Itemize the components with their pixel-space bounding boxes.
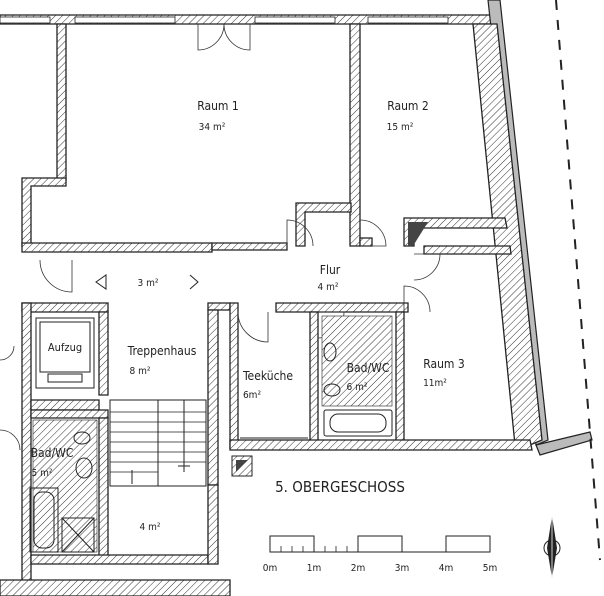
bad-mitte-name: Bad/WC	[347, 361, 390, 375]
treppenhaus-name: Treppenhaus	[127, 344, 197, 358]
bottom-left-wall	[30, 554, 209, 565]
raum2-right-bottom	[359, 237, 373, 247]
teekueche-right-wall	[309, 311, 319, 449]
vorraum-area: 3 m²	[138, 278, 159, 289]
raum2-bottom-wall	[295, 202, 352, 247]
raum2-name: Raum 2	[387, 99, 429, 113]
raum1-left-wall	[56, 23, 67, 181]
windows	[0, 16, 449, 24]
aufzug-name: Aufzug	[48, 341, 82, 354]
floor-title: 5. OBERGESCHOSS	[275, 478, 405, 496]
property-line	[555, 0, 601, 561]
flur-bottom-wall	[275, 302, 409, 313]
bottom-outer-wall	[0, 579, 231, 596]
scale-tick-0: 0m	[263, 563, 278, 574]
bad-mitte-area: 6 m²	[347, 382, 368, 393]
bad-right-wall	[395, 311, 405, 449]
bad-left-bottom	[30, 409, 109, 419]
abstell-area: 4 m²	[140, 522, 161, 533]
right-exterior-bottom	[535, 431, 593, 456]
sanitary	[29, 315, 393, 553]
teekueche-left-wall	[229, 302, 239, 449]
treppenhaus-area: 8 m²	[130, 366, 151, 377]
north-arrow-icon	[543, 516, 561, 578]
shaft-fill	[236, 460, 248, 472]
bad-left-right-wall	[98, 417, 109, 561]
flur-area: 4 m²	[318, 282, 339, 293]
scale-bar: 0m 1m 2m 3m 4m 5m	[263, 535, 498, 574]
raum1-bottom-wall	[21, 242, 213, 253]
room-labels: Raum 1 34 m² Raum 2 15 m² Flur 4 m² 3 m²…	[31, 99, 465, 533]
teekueche-area: 6m²	[243, 390, 261, 401]
stair-right-wall	[207, 309, 219, 486]
flur-name: Flur	[320, 263, 341, 277]
stair-top-wall	[21, 302, 109, 313]
left-jog-wall	[21, 177, 67, 247]
scale-tick-5: 5m	[483, 563, 498, 574]
raum1-bottom-wall-2	[211, 242, 288, 251]
raum3-top-wall	[423, 245, 512, 255]
stair-left-wall	[21, 302, 32, 596]
bottom-right-wall	[229, 439, 533, 451]
raum1-name: Raum 1	[197, 99, 239, 113]
scale-tick-2: 2m	[351, 563, 366, 574]
doors	[0, 23, 441, 451]
bad-links-area: 5 m²	[32, 468, 53, 479]
elevator-icon	[35, 317, 95, 389]
scale-tick-1: 1m	[307, 563, 322, 574]
raum2-area: 15 m²	[387, 122, 414, 133]
raum1-raum2-wall	[349, 23, 361, 247]
raum1-area: 34 m²	[199, 122, 226, 133]
flur-bottom-left-wall	[207, 302, 231, 311]
abstell-right-wall	[207, 484, 219, 565]
chimney-block	[408, 222, 428, 246]
scale-tick-4: 4m	[439, 563, 454, 574]
scale-tick-3: 3m	[395, 563, 410, 574]
raum3-area: 11m²	[423, 378, 447, 389]
lift-bottom-wall	[30, 399, 100, 411]
staircase	[109, 399, 207, 487]
bad-links-name: Bad/WC	[31, 446, 74, 460]
teekueche-name: Teeküche	[242, 369, 293, 383]
lift-right-wall	[98, 311, 109, 396]
raum3-name: Raum 3	[423, 357, 465, 371]
